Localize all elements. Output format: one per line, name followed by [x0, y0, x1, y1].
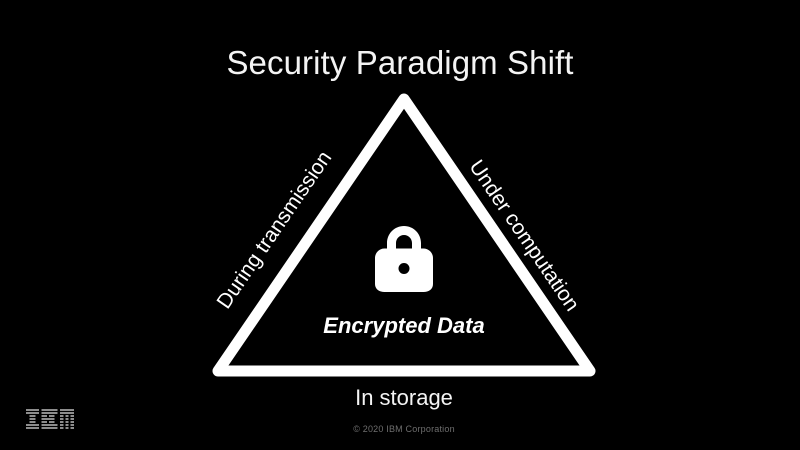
encrypted-data-caption: Encrypted Data [323, 313, 485, 338]
ibm-logo [26, 409, 74, 429]
lock-icon [375, 226, 433, 292]
edge-label-in-storage: In storage [355, 385, 453, 410]
page-title: Security Paradigm Shift [226, 44, 574, 81]
copyright-notice: © 2020 IBM Corporation [353, 424, 455, 434]
